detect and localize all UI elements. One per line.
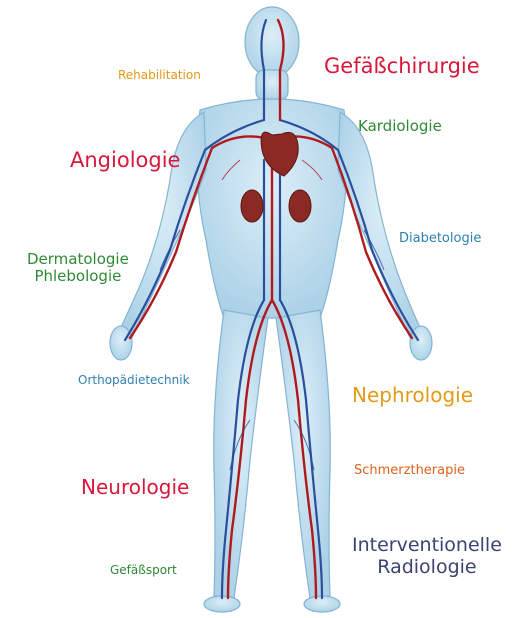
label-dermatologie: Dermatologie <box>27 251 129 268</box>
right-kidney <box>289 190 311 222</box>
label-diabetologie: Diabetologie <box>399 232 481 247</box>
label-radiologie: Radiologie <box>352 557 502 579</box>
body-silhouette <box>110 7 432 612</box>
label-kardiologie: Kardiologie <box>358 118 442 135</box>
label-rehabilitation: Rehabilitation <box>118 69 201 83</box>
label-orthopaedietechnik: Orthopädietechnik <box>78 374 190 388</box>
label-schmerztherapie: Schmerztherapie <box>354 464 465 479</box>
label-nephrologie: Nephrologie <box>352 384 473 407</box>
left-kidney <box>241 190 263 222</box>
label-neurologie: Neurologie <box>81 476 189 499</box>
label-gefaesssport: Gefäßsport <box>110 564 177 578</box>
label-angiologie: Angiologie <box>70 148 180 172</box>
label-dermatologie-phlebologie: Dermatologie Phlebologie <box>27 251 129 286</box>
label-interventionelle-radiologie: Interventionelle Radiologie <box>352 535 502 579</box>
label-interventionelle: Interventionelle <box>352 535 502 557</box>
label-gefaesschirurgie: Gefäßchirurgie <box>324 54 480 78</box>
label-phlebologie: Phlebologie <box>27 268 129 285</box>
